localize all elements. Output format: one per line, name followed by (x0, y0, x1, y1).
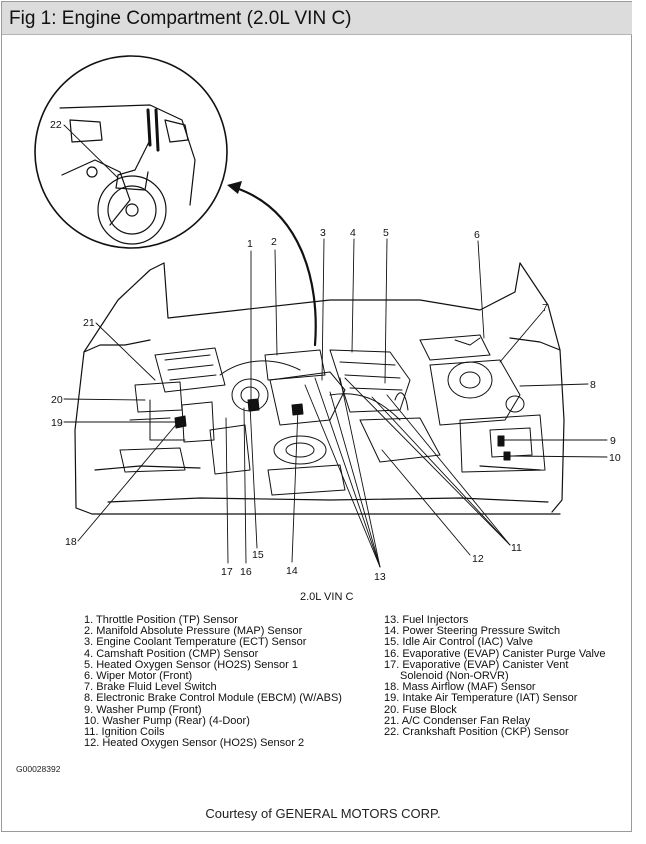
legend-item: 7. Brake Fluid Level Switch (84, 681, 217, 694)
engine-components (119, 334, 546, 496)
diagram-caption: 2.0L VIN C (300, 591, 354, 603)
callout-10: 10 (609, 452, 621, 464)
callout-3: 3 (320, 227, 326, 239)
callout-7: 7 (542, 302, 548, 314)
figure-title: Fig 1: Engine Compartment (2.0L VIN C) (9, 8, 352, 29)
legend-item: 4. Camshaft Position (CMP) Sensor (84, 647, 259, 660)
legend-item: 18. Mass Airflow (MAF) Sensor (384, 681, 536, 694)
callout-18: 18 (65, 536, 77, 548)
callout-2: 2 (271, 236, 277, 248)
legend-item: 3. Engine Coolant Temperature (ECT) Sens… (84, 636, 307, 649)
legend-item: 13. Fuel Injectors (384, 614, 469, 626)
legend-item: 11. Ignition Coils (84, 725, 165, 738)
legend-item: 19. Intake Air Temperature (IAT) Sensor (384, 692, 578, 705)
callout-21: 21 (83, 317, 95, 329)
legend-item: 1. Throttle Position (TP) Sensor (84, 614, 238, 626)
legend-item: 12. Heated Oxygen Sensor (HO2S) Sensor 2 (84, 737, 305, 750)
callout-9: 9 (610, 435, 616, 447)
callout-22: 22 (50, 119, 62, 131)
callout-15: 15 (252, 549, 264, 561)
hood-outline (74, 262, 565, 515)
callout-13: 13 (374, 571, 386, 583)
callout-20: 20 (51, 394, 63, 406)
legend-item-continuation: Solenoid (Non-ORVR) (400, 669, 509, 682)
callout-6: 6 (474, 229, 480, 241)
legend-item: 6. Wiper Motor (Front) (84, 669, 193, 682)
image-code: G00028392 (16, 764, 61, 774)
legend-item: 14. Power Steering Pressure Switch (384, 625, 561, 638)
legend-right: 13. Fuel Injectors 14. Power Steering Pr… (384, 614, 606, 738)
legend-left: 1. Throttle Position (TP) Sensor 2. Mani… (84, 614, 342, 750)
callout-12: 12 (472, 553, 484, 565)
legend-item: 21. A/C Condenser Fan Relay (384, 714, 531, 727)
callout-16: 16 (240, 566, 252, 578)
callout-19: 19 (51, 417, 63, 429)
leader-lines (63, 124, 608, 568)
callout-labels: 1 2 3 4 5 6 7 8 9 10 11 12 13 14 15 16 1… (50, 119, 621, 583)
callout-1: 1 (247, 238, 253, 250)
callout-17: 17 (221, 566, 233, 578)
legend-item: 10. Washer Pump (Rear) (4-Door) (84, 714, 250, 727)
legend-item: 5. Heated Oxygen Sensor (HO2S) Sensor 1 (84, 658, 298, 671)
callout-8: 8 (590, 379, 596, 391)
legend-item: 22. Crankshaft Position (CKP) Sensor (384, 725, 569, 738)
courtesy-note: Courtesy of GENERAL MOTORS CORP. (205, 806, 441, 821)
legend-item: 17. Evaporative (EVAP) Canister Vent (384, 658, 569, 671)
legend-item: 20. Fuse Block (384, 703, 457, 716)
legend-item: 15. Idle Air Control (IAC) Valve (384, 636, 533, 649)
crankshaft-detail-inset (34, 55, 228, 249)
legend-item: 8. Electronic Brake Control Module (EBCM… (84, 692, 342, 705)
callout-11: 11 (511, 542, 522, 554)
callout-5: 5 (383, 227, 389, 239)
legend-item: 16. Evaporative (EVAP) Canister Purge Va… (384, 647, 606, 660)
legend-item: 2. Manifold Absolute Pressure (MAP) Sens… (84, 625, 303, 638)
legend-item: 9. Washer Pump (Front) (84, 703, 202, 716)
callout-14: 14 (286, 565, 298, 577)
callout-4: 4 (350, 227, 356, 239)
title-bar: Fig 1: Engine Compartment (2.0L VIN C) (2, 2, 632, 35)
